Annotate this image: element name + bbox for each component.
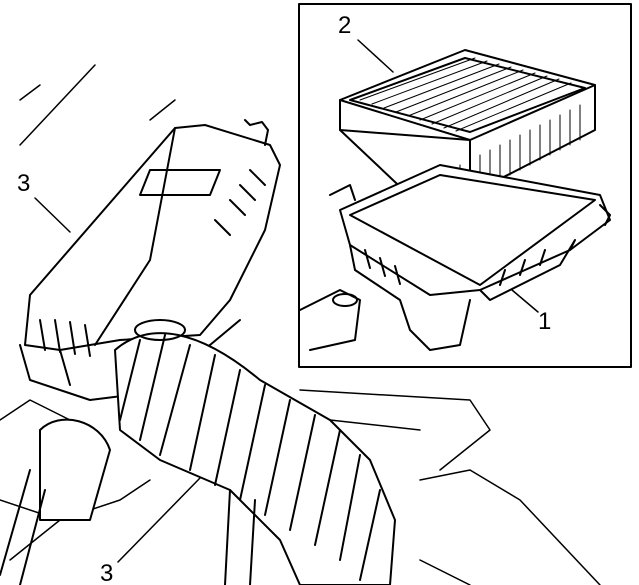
label-3-top: 3 [17,170,31,197]
air-filter-element [339,49,596,216]
label-3-bottom: 3 [100,560,114,585]
air-filter-housing-cover [19,119,281,401]
leader-lines [34,39,539,563]
intake-hose [0,319,396,585]
inset-frame [298,3,632,368]
engine-bay-background [0,64,601,585]
air-filter-housing-lower [299,164,611,351]
label-2: 2 [338,12,352,39]
label-1: 1 [538,308,552,335]
